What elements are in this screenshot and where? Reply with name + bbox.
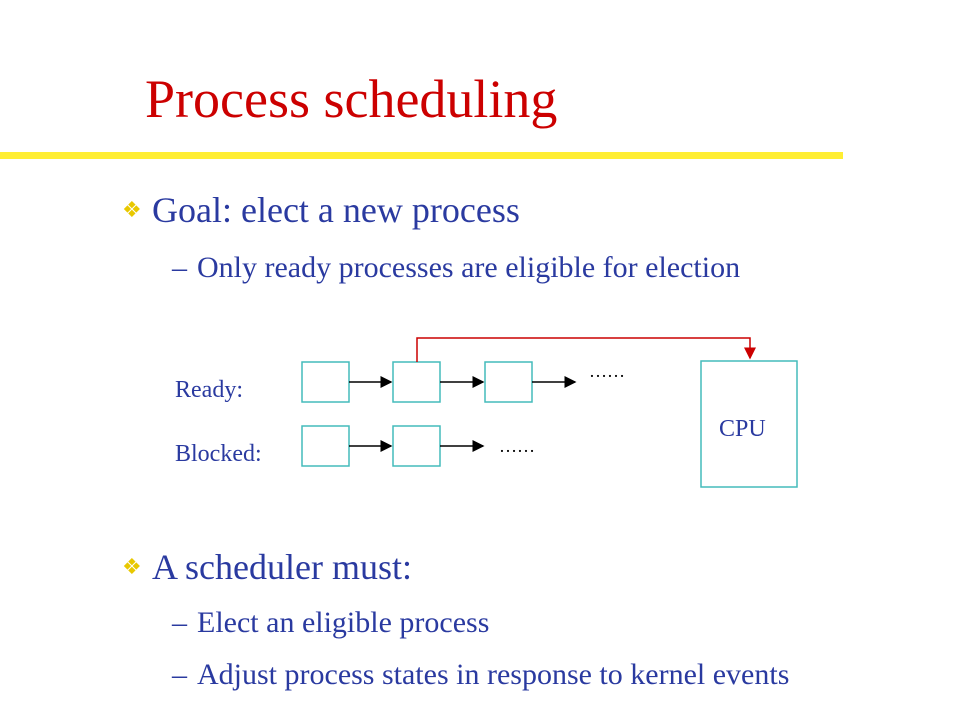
sub-bullet-text: Elect an eligible process — [197, 606, 490, 639]
dash: – — [172, 658, 187, 691]
blocked-queue-label: Blocked: — [175, 441, 262, 467]
bullet-scheduler-text: A scheduler must: — [152, 547, 412, 587]
ready-process-box-3 — [484, 361, 533, 403]
ready-process-box-1 — [301, 361, 350, 403]
dash: – — [172, 606, 187, 639]
slide-title: Process scheduling — [145, 69, 558, 129]
diamond-bullet-icon: ❖ — [122, 197, 142, 222]
blocked-ellipsis: …… — [499, 436, 535, 456]
diamond-bullet-icon: ❖ — [122, 554, 142, 579]
title-underline — [0, 152, 843, 159]
cpu-label: CPU — [719, 416, 766, 442]
sub-bullet-ready-only: –Only ready processes are eligible for e… — [172, 253, 740, 283]
sub-bullet-text: Only ready processes are eligible for el… — [197, 251, 741, 284]
cpu-box — [700, 360, 798, 488]
bullet-goal-text: Goal: elect a new process — [152, 190, 520, 230]
ready-process-box-2 — [392, 361, 441, 403]
ready-ellipsis: …… — [589, 361, 625, 381]
bullet-scheduler: ❖ A scheduler must: — [122, 549, 412, 585]
dash: – — [172, 251, 187, 284]
elect-arrow — [416, 337, 756, 362]
blocked-process-box-1 — [301, 425, 350, 467]
bullet-goal: ❖ Goal: elect a new process — [122, 192, 520, 228]
blocked-process-box-2 — [392, 425, 441, 467]
sub-bullet-text: Adjust process states in response to ker… — [197, 658, 790, 691]
sub-bullet-adjust: –Adjust process states in response to ke… — [172, 660, 789, 690]
sub-bullet-elect: –Elect an eligible process — [172, 608, 489, 638]
ready-queue-label: Ready: — [175, 377, 243, 403]
